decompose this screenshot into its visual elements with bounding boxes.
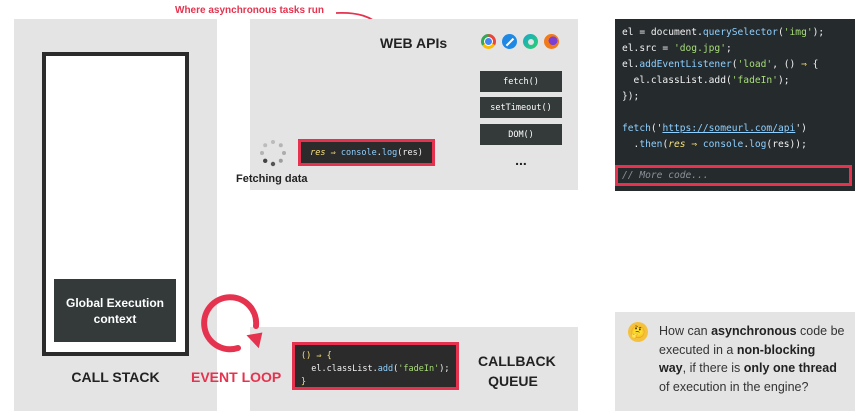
- api-settimeout-label: setTimeout(): [490, 102, 552, 113]
- chrome-icon: [481, 34, 496, 49]
- api-settimeout: setTimeout(): [480, 97, 562, 118]
- code-line-7: .then(res ⇒ console.log(res));: [622, 139, 807, 151]
- code-token: console: [702, 139, 744, 150]
- callback-param: res: [310, 147, 326, 158]
- callback-queue-title-line: CALLBACK: [478, 353, 556, 369]
- code-token: (: [393, 364, 399, 374]
- callback-object: console: [340, 147, 377, 158]
- code-token: el = document.: [622, 27, 703, 38]
- global-execution-context-label: Global Execution context: [65, 295, 164, 326]
- code-token: el.classList.add(: [622, 75, 732, 86]
- web-apis-annotation: Where asynchronous tasks run: [175, 5, 324, 16]
- code-token: , (): [772, 59, 802, 70]
- code-token: (': [650, 123, 663, 134]
- code-token: 'dog.jpg': [673, 43, 726, 54]
- safari-icon: [502, 34, 517, 49]
- global-execution-context: Global Execution context: [54, 279, 176, 342]
- event-loop-arrow-icon: [201, 294, 263, 353]
- question-fragment: code be executed in a: [659, 324, 845, 357]
- code-token: (: [731, 59, 738, 70]
- api-fetch: fetch(): [480, 71, 562, 92]
- code-token: 'load': [737, 59, 773, 70]
- code-token: add: [377, 364, 394, 374]
- edge-icon: [523, 34, 538, 49]
- code-token: (res));: [766, 139, 807, 150]
- code-token: (: [777, 27, 784, 38]
- code-url-link: https://someurl.com/api: [662, 123, 796, 134]
- callback-args: (res): [397, 147, 423, 158]
- code-line-8: // More code...: [622, 170, 709, 181]
- callback-function: log: [381, 147, 398, 158]
- code-token: res: [668, 139, 686, 150]
- queued-callback: () ⇒ { el.classList.add('fadeIn'); }: [292, 342, 459, 390]
- question-fragment: , if there is: [682, 361, 744, 375]
- code-line-5: });: [622, 91, 640, 102]
- call-stack-title: CALL STACK: [71, 369, 160, 385]
- question-panel: [615, 312, 855, 411]
- loading-spinner-icon: [260, 140, 286, 167]
- question-emphasis: only one thread: [743, 361, 837, 375]
- question-emphasis: non-blocking way: [659, 342, 816, 376]
- question-fragment: How can: [659, 324, 712, 338]
- code-token: );: [777, 75, 790, 86]
- event-loop-label: EVENT LOOP: [191, 369, 282, 385]
- code-token: (: [662, 139, 669, 150]
- question-fragment: of execution in the engine?: [659, 379, 809, 394]
- code-token: fetch: [622, 123, 651, 134]
- callback-queue-title-line: QUEUE: [488, 373, 538, 389]
- code-token: 'img': [783, 27, 813, 38]
- question-text: How can asynchronous code be executed in…: [659, 322, 845, 396]
- web-apis-title: WEB APIs: [380, 35, 448, 51]
- code-token: el.src =: [622, 43, 674, 54]
- code-token: }: [301, 377, 307, 387]
- question-emphasis: asynchronous: [711, 324, 797, 338]
- api-dom: DOM(): [480, 124, 562, 145]
- callback-dot: .: [376, 147, 382, 158]
- callback-arrow: ⇒: [330, 147, 336, 158]
- code-token: el.: [622, 59, 640, 70]
- code-token: (): [301, 351, 317, 361]
- code-token: then: [639, 139, 663, 150]
- code-token: );: [439, 364, 450, 374]
- code-token: log: [749, 139, 767, 150]
- code-token: '): [795, 123, 807, 134]
- firefox-icon: [544, 34, 559, 49]
- code-token: ⇒: [316, 351, 322, 361]
- code-line-6: fetch('https://someurl.com/api'): [622, 123, 807, 135]
- thinking-face-icon: 🤔: [628, 322, 648, 342]
- code-line-2: el.src = 'dog.jpg';: [622, 43, 732, 55]
- more-code-highlight: [615, 165, 852, 186]
- code-token: 'fadeIn': [731, 75, 778, 86]
- code-token: 'fadeIn': [398, 364, 440, 374]
- code-token: .: [622, 139, 640, 150]
- api-dom-label: DOM(): [508, 129, 534, 140]
- callback-queue-title: CALLBACK QUEUE: [478, 351, 556, 391]
- code-token: .: [743, 139, 750, 150]
- pending-fetch-callback: res ⇒ console.log(res): [298, 139, 435, 166]
- code-line-4: el.classList.add('fadeIn');: [622, 75, 790, 87]
- code-line-1: el = document.querySelector('img');: [622, 27, 824, 39]
- code-token: addEventListener: [639, 59, 732, 70]
- code-token: el.classList.: [301, 364, 378, 374]
- code-line-3: el.addEventListener('load', () ⇒ {: [622, 59, 818, 71]
- code-token: ⇒: [685, 139, 703, 150]
- code-token: );: [812, 27, 825, 38]
- code-token: querySelector: [702, 27, 778, 38]
- api-fetch-label: fetch(): [503, 76, 539, 87]
- api-more-ellipsis: ...: [515, 152, 527, 168]
- fetching-status-label: Fetching data: [236, 173, 308, 185]
- code-editor: [615, 19, 855, 191]
- code-token: {: [806, 59, 819, 70]
- code-token: ⇒: [801, 59, 807, 70]
- code-token: ;: [725, 43, 732, 54]
- code-token: {: [321, 351, 332, 361]
